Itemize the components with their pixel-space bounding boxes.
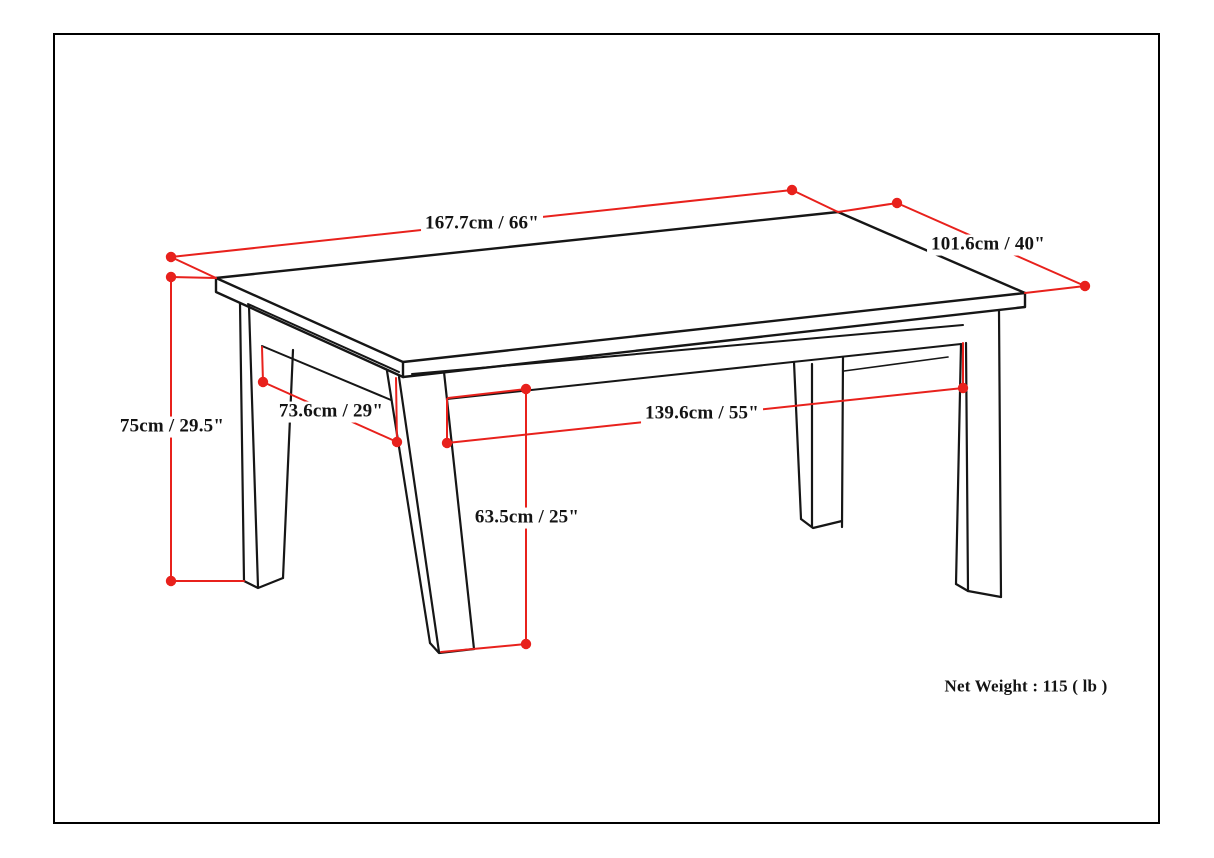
dot — [520, 383, 532, 395]
dim-label-depth: 101.6cm / 40" — [927, 234, 1049, 256]
tabletop-edge-right — [401, 291, 1027, 379]
dim-label-height: 75cm / 29.5" — [115, 416, 229, 438]
net-weight-label: Net Weight : 115 ( lb ) — [944, 676, 1108, 696]
tabletop-edge-left — [214, 276, 405, 379]
tabletop-top-face — [214, 210, 1027, 364]
dot — [957, 382, 969, 394]
front-leg-corner-edge — [397, 375, 441, 654]
front-leg-outer-edge — [385, 369, 432, 645]
dim-label-underside-clearance: 63.5cm / 25" — [470, 507, 584, 529]
left-leg-outer-edge — [238, 301, 246, 583]
left-apron-top-edge — [247, 303, 400, 373]
right-leg-inner-edge — [954, 342, 963, 586]
drawing-border — [53, 33, 1160, 824]
dim-label-leg-clearance-depth: 73.6cm / 29" — [274, 401, 388, 423]
right-leg-foot — [954, 582, 1003, 599]
dot — [441, 437, 453, 449]
back-leg-right-edge — [840, 355, 845, 529]
dim-label-length: 167.7cm / 66" — [421, 213, 543, 235]
left-leg-inner-edge — [281, 348, 295, 580]
right-leg-outer-edge — [997, 309, 1003, 599]
right-leg-corner-edge — [964, 341, 970, 593]
dimension-dots — [165, 184, 1091, 650]
table-drawing — [214, 210, 1027, 655]
front-leg-inner-edge — [442, 370, 476, 651]
dot — [257, 376, 269, 388]
dot — [165, 575, 177, 587]
left-leg-corner-edge — [247, 304, 260, 589]
dot — [520, 638, 532, 650]
dim-label-leg-clearance-width: 139.6cm / 55" — [641, 403, 763, 425]
dot — [165, 271, 177, 283]
dot — [165, 251, 177, 263]
dot — [1079, 280, 1091, 292]
dot — [786, 184, 798, 196]
left-apron-bottom-edge — [261, 345, 392, 401]
back-leg-foot — [799, 517, 844, 530]
front-apron-bottom-edge — [446, 343, 962, 400]
tabletop — [214, 210, 1027, 379]
back-leg-left-edge — [792, 360, 803, 521]
rear-apron-edge — [843, 356, 949, 372]
dimension-lines — [170, 189, 1086, 653]
dot — [391, 436, 403, 448]
left-leg-foot — [242, 576, 285, 590]
dot — [891, 197, 903, 209]
